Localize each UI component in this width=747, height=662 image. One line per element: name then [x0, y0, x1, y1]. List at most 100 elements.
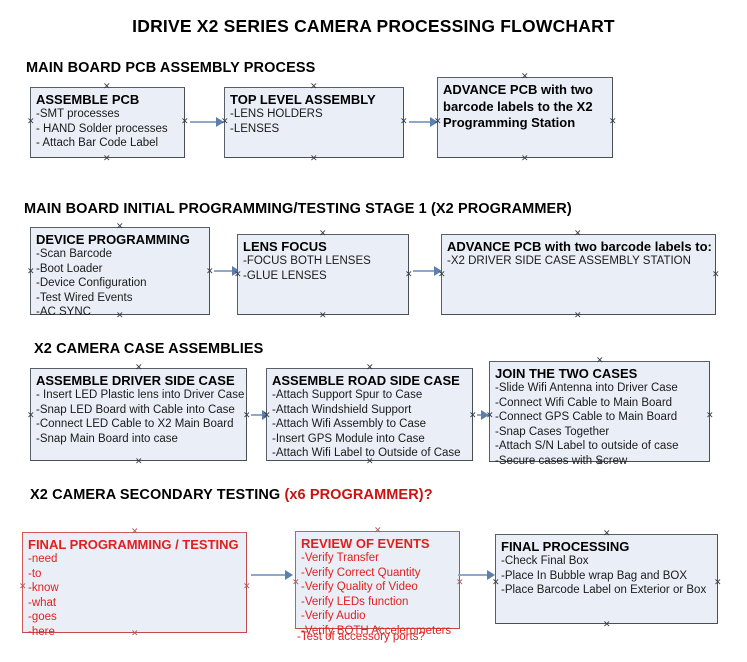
node-line: -Attach Support Spur to Case [272, 389, 423, 401]
connector-handle-bottom[interactable]: ✕ [374, 624, 382, 634]
connector-handle-left[interactable]: ✕ [434, 116, 442, 126]
connector-handle-left[interactable]: ✕ [19, 581, 27, 591]
connector-handle-top[interactable]: ✕ [135, 362, 143, 372]
connector-handle-bottom[interactable]: ✕ [603, 619, 611, 629]
connector-handle-right[interactable]: ✕ [714, 577, 722, 587]
node-line: -Attach Windshield Support [272, 403, 412, 416]
node-line: -Boot Loader [36, 262, 103, 275]
connector-handle-bottom[interactable]: ✕ [521, 153, 529, 163]
node-line: -here [28, 625, 55, 638]
node-line: -Connect GPS Cable to Main Board [495, 411, 678, 423]
node-line: -Attach Wifi Assembly to Case [272, 418, 427, 430]
connector-handle-bottom[interactable]: ✕ [596, 457, 604, 467]
connector-handle-right[interactable]: ✕ [405, 269, 413, 279]
node-final-programming-testing[interactable]: FINAL PROGRAMMING / TESTING -need -to -k… [19, 527, 251, 638]
node-line: -what [28, 596, 57, 609]
node-line: -Snap Cases Together [495, 425, 610, 438]
node-assemble-road-side-case[interactable]: ASSEMBLE ROAD SIDE CASE -Attach Support … [263, 363, 477, 466]
connector-handle-right[interactable]: ✕ [456, 577, 464, 587]
connector-handle-top[interactable]: ✕ [319, 228, 327, 238]
node-line: -Slide Wifi Antenna into Driver Case [495, 382, 678, 394]
node-title: FINAL PROGRAMMING / TESTING [28, 537, 239, 552]
node-line: -SMT processes [36, 108, 120, 120]
node-final-processing[interactable]: FINAL PROCESSING -Check Final Box -Place… [492, 529, 722, 629]
connector-handle-left[interactable]: ✕ [492, 577, 500, 587]
section-heading-1-text: MAIN BOARD PCB ASSEMBLY PROCESS [26, 60, 316, 76]
connector-handle-top[interactable]: ✕ [116, 221, 124, 231]
connector-handle-right[interactable]: ✕ [206, 266, 214, 276]
node-device-programming[interactable]: DEVICE PROGRAMMING -Scan Barcode -Boot L… [27, 222, 214, 320]
connector-handle-top[interactable]: ✕ [521, 71, 529, 81]
connector-handle-left[interactable]: ✕ [263, 410, 271, 420]
node-line: -Verify Quality of Video [301, 581, 418, 593]
node-title: ASSEMBLE DRIVER SIDE CASE [36, 373, 235, 388]
connector-arrow [434, 266, 442, 276]
node-line: -Connect LED Cable to X2 Main Board [36, 418, 234, 430]
connector-handle-right[interactable]: ✕ [712, 269, 720, 279]
node-advance-pcb-station[interactable]: ADVANCE PCB with two barcode labels to t… [434, 72, 617, 163]
page-title: IDRIVE X2 SERIES CAMERA PROCESSING FLOWC… [132, 16, 615, 36]
connector-handle-bottom[interactable]: ✕ [103, 153, 111, 163]
node-lens-focus[interactable]: LENS FOCUS -FOCUS BOTH LENSES -GLUE LENS… [234, 229, 413, 320]
node-line: -need [28, 553, 58, 565]
node-line: -Verify Audio [301, 610, 366, 622]
node-top-level-assembly[interactable]: TOP LEVEL ASSEMBLY -LENS HOLDERS -LENSES… [221, 82, 408, 163]
connector-handle-right[interactable]: ✕ [469, 410, 477, 420]
section-heading-2: MAIN BOARD INITIAL PROGRAMMING/TESTING S… [24, 201, 572, 217]
section-heading-1: MAIN BOARD PCB ASSEMBLY PROCESS [26, 60, 315, 76]
node-title: ASSEMBLE PCB [36, 92, 140, 107]
connector-handle-left[interactable]: ✕ [292, 577, 300, 587]
node-line: -X2 DRIVER SIDE CASE ASSEMBLY STATION [447, 255, 691, 267]
node-line: -FOCUS BOTH LENSES [243, 255, 371, 267]
connector-line [413, 270, 438, 272]
connector-line [251, 414, 266, 416]
connector-handle-right[interactable]: ✕ [609, 116, 617, 126]
connector-handle-right[interactable]: ✕ [400, 116, 408, 126]
connector-handle-top[interactable]: ✕ [310, 81, 318, 91]
node-line: -Connect Wifi Cable to Main Board [495, 396, 673, 409]
node-line: -goes [28, 611, 57, 623]
section-heading-3: X2 CAMERA CASE ASSEMBLIES [34, 341, 263, 357]
node-line: -Place In Bubble wrap Bag and BOX [501, 569, 688, 582]
connector-handle-left[interactable]: ✕ [486, 410, 494, 420]
node-line: -Place Barcode Label on Exterior or Box [501, 584, 707, 596]
connector-handle-left[interactable]: ✕ [27, 410, 35, 420]
connector-handle-top[interactable]: ✕ [131, 526, 139, 536]
connector-handle-top[interactable]: ✕ [603, 528, 611, 538]
node-join-the-two-cases[interactable]: JOIN THE TWO CASES -Slide Wifi Antenna i… [486, 356, 714, 467]
node-assemble-driver-side-case[interactable]: ASSEMBLE DRIVER SIDE CASE - Insert LED P… [27, 363, 251, 466]
connector-line [251, 574, 291, 576]
connector-handle-bottom[interactable]: ✕ [310, 153, 318, 163]
connector-line [214, 270, 236, 272]
node-advance-pcb-driver-case[interactable]: ADVANCE PCB with two barcode labels to: … [438, 229, 720, 320]
connector-handle-left[interactable]: ✕ [27, 116, 35, 126]
connector-handle-top[interactable]: ✕ [374, 525, 382, 535]
node-review-of-events[interactable]: REVIEW OF EVENTS -Verify Transfer -Verif… [292, 526, 464, 637]
connector-handle-bottom[interactable]: ✕ [131, 628, 139, 638]
connector-handle-bottom[interactable]: ✕ [116, 310, 124, 320]
connector-handle-left[interactable]: ✕ [234, 269, 242, 279]
connector-handle-bottom[interactable]: ✕ [319, 310, 327, 320]
connector-handle-bottom[interactable]: ✕ [574, 310, 582, 320]
connector-line [458, 574, 493, 576]
section-heading-4: X2 CAMERA SECONDARY TESTING (x6 PROGRAMM… [30, 487, 433, 503]
connector-handle-right[interactable]: ✕ [706, 410, 714, 420]
connector-handle-left[interactable]: ✕ [27, 266, 35, 276]
connector-handle-top[interactable]: ✕ [103, 81, 111, 91]
connector-handle-left[interactable]: ✕ [438, 269, 446, 279]
node-line: -Test Wired Events [36, 291, 133, 304]
connector-handle-top[interactable]: ✕ [366, 362, 374, 372]
connector-handle-bottom[interactable]: ✕ [366, 456, 374, 466]
connector-arrow [481, 410, 489, 420]
connector-handle-right[interactable]: ✕ [243, 410, 251, 420]
node-title: FINAL PROCESSING [501, 539, 630, 554]
connector-handle-bottom[interactable]: ✕ [135, 456, 143, 466]
connector-handle-top[interactable]: ✕ [596, 355, 604, 365]
node-line: -LENSES [230, 122, 280, 135]
connector-arrow [487, 570, 495, 580]
connector-handle-top[interactable]: ✕ [574, 228, 582, 238]
connector-handle-right[interactable]: ✕ [243, 581, 251, 591]
node-assemble-pcb[interactable]: ASSEMBLE PCB -SMT processes - HAND Solde… [27, 82, 189, 163]
connector-handle-right[interactable]: ✕ [181, 116, 189, 126]
connector-handle-left[interactable]: ✕ [221, 116, 229, 126]
